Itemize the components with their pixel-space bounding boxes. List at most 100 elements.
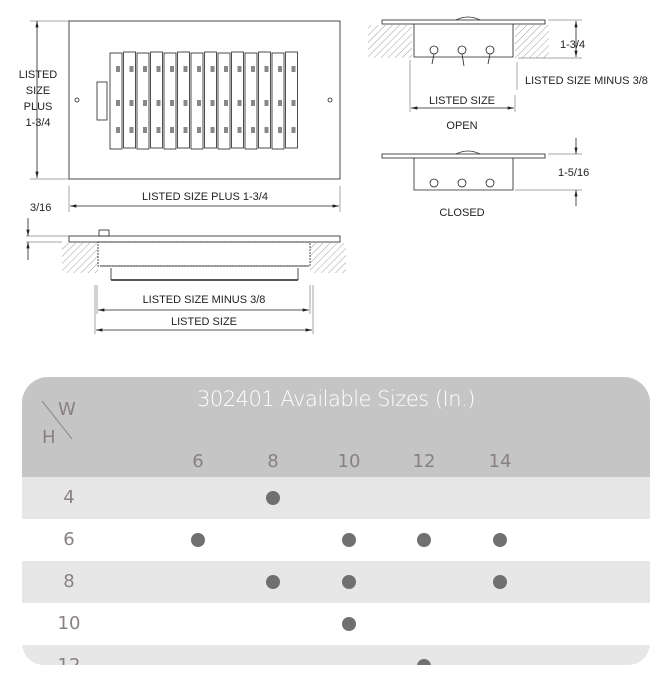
louver-link <box>224 66 228 72</box>
closed-depth-label: 1-5/16 <box>558 167 589 179</box>
available-dot <box>342 533 356 547</box>
louver-link <box>251 127 255 133</box>
column-header-w6: 6 <box>192 451 204 472</box>
width-label: LISTED SIZE PLUS 1-3/4 <box>142 191 268 203</box>
louver-link <box>183 66 188 72</box>
table-row: 12 <box>22 645 650 665</box>
louver-link <box>251 100 255 106</box>
louver-link <box>210 100 215 106</box>
side-minus-label: LISTED SIZE MINUS 3/8 <box>143 294 266 306</box>
louver-link <box>143 100 147 106</box>
louver-link <box>116 100 120 106</box>
louver-link <box>251 66 255 72</box>
dimension-drawing: LISTED SIZE PLUS 1-3/4 LISTED SIZE PLUS … <box>19 16 648 334</box>
louver-link <box>210 127 215 133</box>
louver-link <box>264 100 269 106</box>
row-header-h12: 12 <box>54 655 84 665</box>
row-header-h8: 8 <box>63 571 75 592</box>
louver-link <box>291 127 296 133</box>
louver-blade <box>244 52 258 150</box>
louver-link <box>291 100 296 106</box>
louver-link <box>170 127 174 133</box>
height-axis-label: H <box>42 427 56 448</box>
available-dot <box>493 533 507 547</box>
louver-blade <box>258 51 271 149</box>
louver-link <box>210 66 215 72</box>
column-header-w8: 8 <box>267 451 279 472</box>
louver-link <box>278 100 282 106</box>
louver-link <box>183 127 188 133</box>
louver-link <box>278 127 282 133</box>
column-header-w12: 12 <box>412 451 436 472</box>
louver-blade <box>150 51 163 149</box>
available-dot <box>417 533 431 547</box>
available-dot <box>266 575 280 589</box>
louver-blade <box>271 52 285 150</box>
table-row: 6 <box>22 519 650 561</box>
louver-link <box>129 127 134 133</box>
front-view <box>30 20 341 212</box>
louver-link <box>116 66 120 72</box>
corner-diagonal <box>41 400 73 440</box>
louver-link <box>224 100 228 106</box>
louver-link <box>291 66 296 72</box>
available-dot <box>191 533 205 547</box>
louver-link <box>170 100 174 106</box>
louver-link <box>156 127 161 133</box>
column-header-w14: 14 <box>488 451 512 472</box>
available-dot <box>266 491 280 505</box>
louver-link <box>237 66 242 72</box>
louver-blade <box>136 52 150 150</box>
table-row: 4 <box>22 477 650 519</box>
row-header-h10: 10 <box>57 613 81 634</box>
louver-link <box>224 127 228 133</box>
louver-blade <box>285 51 298 149</box>
side-view <box>26 218 346 334</box>
open-size-label: LISTED SIZE <box>429 95 495 107</box>
louver-link <box>237 127 242 133</box>
louver-blade <box>177 51 190 149</box>
louver-blade <box>163 52 177 150</box>
louver-blade <box>190 52 204 150</box>
louver-blade <box>217 52 231 150</box>
width-axis-label: W <box>58 399 76 420</box>
available-dot <box>342 575 356 589</box>
louver-link <box>143 127 147 133</box>
louver-link <box>156 100 161 106</box>
available-dot <box>493 575 507 589</box>
louver-link <box>237 100 242 106</box>
louver-link <box>197 127 201 133</box>
table-row: 10 <box>22 603 650 645</box>
louver-link <box>170 66 174 72</box>
row-header-h6: 6 <box>63 529 75 550</box>
closed-caption: CLOSED <box>439 207 484 219</box>
louver-link <box>197 100 201 106</box>
height-label-line2: SIZE <box>26 85 50 97</box>
open-depth-label: 1-3/4 <box>560 39 585 51</box>
available-dot <box>342 617 356 631</box>
height-label-line1: LISTED <box>19 69 58 81</box>
louver-link <box>129 66 134 72</box>
table-row: 8 <box>22 561 650 603</box>
flange-label: 3/16 <box>30 202 51 214</box>
open-caption: OPEN <box>446 120 477 132</box>
louver-blade <box>109 52 123 150</box>
louver-link <box>116 127 120 133</box>
row-header-h4: 4 <box>63 487 75 508</box>
closed-section-view <box>381 138 582 206</box>
louver-link <box>278 66 282 72</box>
height-label-line4: 1-3/4 <box>25 117 50 129</box>
available-dot <box>417 659 431 665</box>
louver-blade <box>123 51 136 149</box>
louver-link <box>264 66 269 72</box>
louver-link <box>143 66 147 72</box>
louver-link <box>129 100 134 106</box>
louver-link <box>197 66 201 72</box>
louver-link <box>156 66 161 72</box>
open-minus-label: LISTED SIZE MINUS 3/8 <box>525 75 648 87</box>
side-size-label: LISTED SIZE <box>171 316 237 328</box>
column-header-w10: 10 <box>337 451 361 472</box>
louver-blade <box>204 51 217 149</box>
